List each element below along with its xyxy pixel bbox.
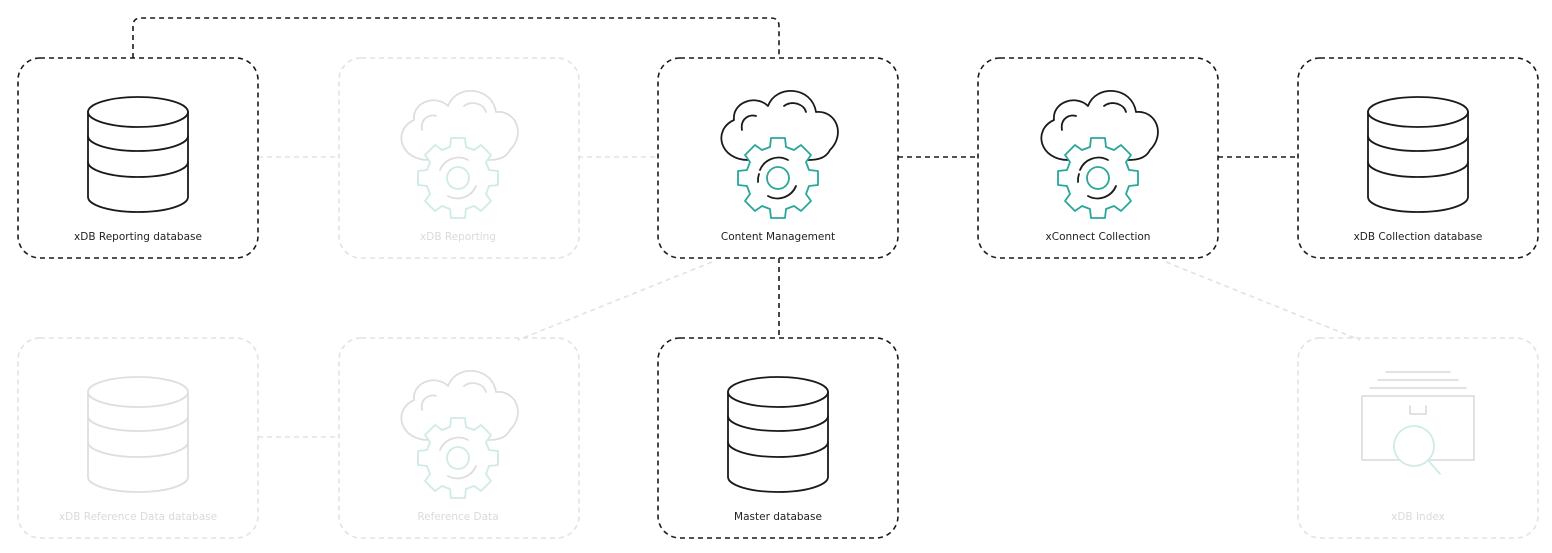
node-label: xDB Collection database [1354, 231, 1483, 243]
cloud-gear-icon [400, 369, 519, 499]
connector-cm-to-referencedata [517, 261, 713, 341]
node-content-management[interactable]: Content Management [657, 57, 899, 259]
node-master-database[interactable]: Master database [657, 337, 899, 539]
node-label: Master database [734, 511, 822, 523]
node-label: xDB Reference Data database [59, 511, 217, 523]
node-label: Reference Data [417, 511, 498, 523]
node-xdb-index[interactable]: xDB Index [1297, 337, 1539, 539]
node-label: xConnect Collection [1046, 231, 1151, 243]
database-icon [87, 376, 189, 493]
node-xdb-reporting[interactable]: xDB Reporting [338, 57, 580, 259]
cloud-gear-icon [400, 89, 519, 219]
node-xdb-collection-database[interactable]: xDB Collection database [1297, 57, 1539, 259]
node-xdb-reporting-database[interactable]: xDB Reporting database [17, 57, 259, 259]
node-label: Content Management [721, 231, 835, 243]
node-label: xDB Reporting database [74, 231, 202, 243]
cloud-gear-icon [720, 89, 839, 219]
node-xconnect-collection[interactable]: xConnect Collection [977, 57, 1219, 259]
node-xdb-reference-data-database[interactable]: xDB Reference Data database [17, 337, 259, 539]
node-label: xDB Index [1391, 511, 1445, 523]
database-icon [1367, 96, 1469, 213]
connector-reportingdb-to-cm [132, 17, 780, 58]
search-index-icon [1361, 371, 1475, 475]
database-icon [727, 376, 829, 493]
cloud-gear-icon [1040, 89, 1159, 219]
database-icon [87, 96, 189, 213]
node-label: xDB Reporting [420, 231, 496, 243]
connector-xconnect-to-index [1165, 261, 1361, 341]
node-reference-data[interactable]: Reference Data [338, 337, 580, 539]
